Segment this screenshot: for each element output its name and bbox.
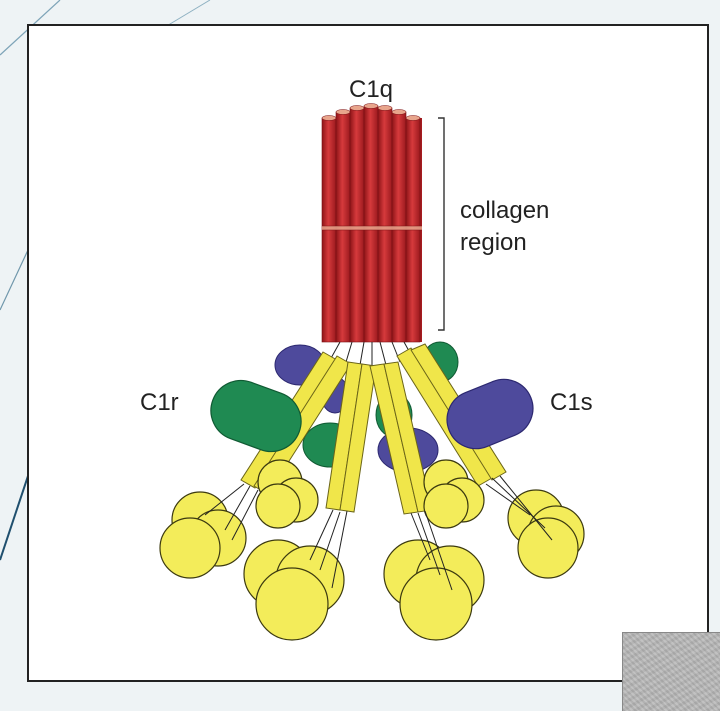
photo-thumbnail-corner	[622, 632, 720, 711]
label-c1s: C1s	[550, 389, 593, 416]
globular-heads	[160, 460, 584, 640]
label-region: region	[460, 229, 527, 256]
collagen-rods	[322, 106, 420, 342]
label-c1r: C1r	[140, 389, 179, 416]
collagen-bundle	[322, 104, 422, 343]
label-collagen: collagen	[460, 197, 549, 224]
label-c1q: C1q	[349, 76, 393, 103]
collagen-region-bracket	[438, 118, 444, 330]
